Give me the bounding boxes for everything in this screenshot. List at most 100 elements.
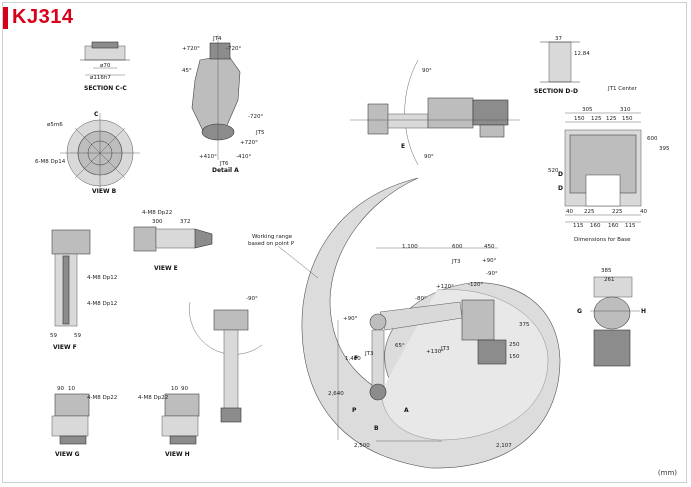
base-225a: 225	[584, 209, 595, 215]
main-450: 450	[484, 244, 495, 250]
main-150: 150	[509, 354, 520, 360]
base-305: 305	[582, 107, 593, 113]
m8-dp22-g: 4-M8 Dp22	[87, 395, 117, 401]
base-115b: 115	[625, 223, 636, 229]
main-2107: 2,107	[496, 443, 512, 449]
base-600: 600	[647, 136, 658, 142]
side-view-angle: -90°	[246, 296, 258, 302]
view-e	[133, 226, 213, 252]
unit-label: (mm)	[657, 469, 677, 477]
base-115a: 115	[573, 223, 584, 229]
base-150a: 150	[574, 116, 585, 122]
main-1100: 1,100	[402, 244, 418, 250]
ve-300: 300	[152, 219, 163, 225]
side-view	[189, 301, 263, 423]
main-plus120: +120°	[436, 284, 454, 290]
view-g-label: VIEW G	[55, 451, 80, 458]
main-robot	[337, 247, 507, 442]
main-2500: 2,500	[354, 443, 370, 449]
vf-59a: 59	[50, 333, 57, 339]
section-cc-label: SECTION C-C	[84, 85, 127, 92]
base-40b: 40	[640, 209, 647, 215]
section-dd-label: SECTION D-D	[534, 88, 578, 95]
jt3-main: JT3	[440, 346, 450, 352]
base-dimensions	[564, 112, 642, 223]
model-accent-bar	[3, 7, 8, 29]
base-150b: 150	[622, 116, 633, 122]
angle-minus410: -410°	[236, 154, 251, 160]
m8-dp12-a: 4-M8 Dp12	[87, 275, 117, 281]
vh-90: 90	[181, 386, 188, 392]
right-385: 385	[601, 268, 612, 274]
letter-a: A	[404, 407, 409, 414]
base-395: 395	[659, 146, 670, 152]
detail-a	[191, 35, 241, 160]
angle-minus720-a: -720°	[226, 46, 241, 52]
base-dims-label: Dimensions for Base	[574, 237, 631, 243]
base-125a: 125	[591, 116, 602, 122]
main-2640: 2,640	[328, 391, 344, 397]
letter-h: H	[641, 308, 646, 315]
main-250: 250	[509, 342, 520, 348]
right-261: 261	[604, 277, 615, 283]
main-plus90-b: +90°	[343, 316, 358, 322]
vf-59b: 59	[74, 333, 81, 339]
base-160a: 160	[590, 223, 601, 229]
top-view	[350, 59, 520, 166]
detail-a-label: Detail A	[212, 167, 239, 174]
view-g	[51, 393, 90, 445]
view-h-label: VIEW H	[165, 451, 190, 458]
working-range-label: Working range	[252, 234, 293, 240]
vg-10: 10	[68, 386, 75, 392]
base-125b: 125	[606, 116, 617, 122]
jt3-upper: JT3	[451, 259, 461, 265]
phi5m6-callout: ø5m6	[47, 122, 63, 128]
page-frame	[2, 2, 687, 483]
base-520: 520	[548, 168, 559, 174]
base-40a: 40	[566, 209, 573, 215]
angle-plus410: +410°	[199, 154, 217, 160]
section-dd	[540, 41, 580, 83]
vg-90: 90	[57, 386, 64, 392]
phi116-callout: ø116h7	[90, 75, 111, 81]
dd-1284: 12.84	[574, 51, 590, 57]
letter-d-2: D	[558, 185, 563, 192]
angle-plus720-a: +720°	[182, 46, 200, 52]
top-view-angle: 90°	[422, 68, 432, 74]
section-cc	[80, 41, 130, 76]
top-view-angle-2: 90°	[424, 154, 434, 160]
letter-e-top: E	[401, 143, 405, 150]
main-plus130: +130°	[426, 349, 444, 355]
angle-plus720-b: +720°	[240, 140, 258, 146]
main-1400: 1,400	[345, 356, 361, 362]
view-b-label: VIEW B	[92, 188, 117, 195]
main-minus80: -80°	[415, 296, 427, 302]
letter-b: B	[374, 425, 379, 432]
m8-dp14-callout: 6-M8 Dp14	[35, 159, 66, 165]
vh-10: 10	[171, 386, 178, 392]
working-range-label-2: based on point P	[248, 241, 295, 247]
phi70-callout: ø70	[100, 63, 111, 69]
jt4-label: JT4	[212, 36, 222, 42]
main-plus90: +90°	[482, 258, 497, 264]
m8-dp12-b: 4-M8 Dp12	[87, 301, 117, 307]
view-f	[51, 229, 91, 327]
main-minus120: -120°	[468, 282, 483, 288]
ve-372: 372	[180, 219, 191, 225]
letter-c: C	[94, 111, 99, 118]
angle-45: 45°	[182, 68, 192, 74]
main-600: 600	[452, 244, 463, 250]
jt5-label: JT5	[255, 130, 265, 136]
main-375: 375	[519, 322, 530, 328]
m8-dp22-e: 4-M8 Dp22	[142, 210, 172, 216]
base-225b: 225	[612, 209, 623, 215]
right-view	[590, 276, 640, 367]
main-65: 65°	[395, 343, 405, 349]
working-range-leader	[277, 245, 319, 279]
model-title: KJ314	[12, 6, 74, 28]
main-minus90: -90°	[486, 271, 498, 277]
base-160b: 160	[608, 223, 619, 229]
view-b	[60, 113, 140, 193]
letter-f: F	[354, 355, 358, 362]
